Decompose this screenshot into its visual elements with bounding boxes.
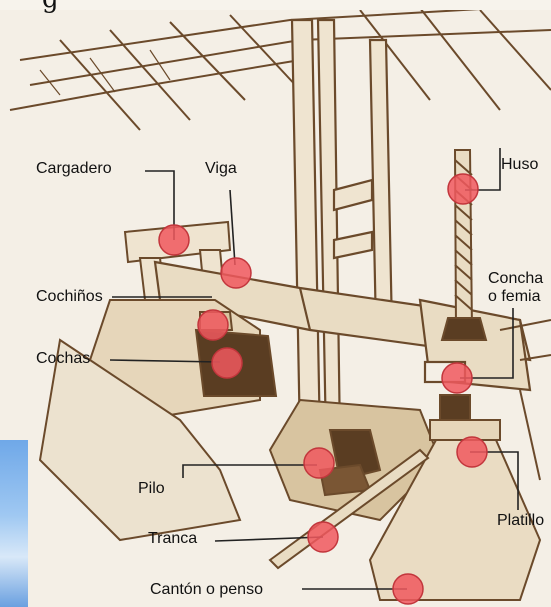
marker-cochas (212, 348, 242, 378)
marker-viga (221, 258, 251, 288)
marker-pilo (304, 448, 334, 478)
title-fragment: g (42, 0, 59, 10)
label-pilo: Pilo (138, 480, 165, 498)
marker-platillo (457, 437, 487, 467)
label-concha-line1: Concha (488, 270, 543, 288)
marker-cochinos (198, 310, 228, 340)
marker-concha (442, 363, 472, 393)
marker-canton (393, 574, 423, 604)
label-cargadero: Cargadero (36, 160, 112, 178)
label-viga: Viga (205, 160, 237, 178)
label-concha-line2: o femia (488, 288, 540, 306)
label-cochinos: Cochiños (36, 288, 103, 306)
label-cochas: Cochas (36, 350, 90, 368)
label-platillo: Platillo (497, 512, 544, 530)
marker-cargadero (159, 225, 189, 255)
marker-tranca (308, 522, 338, 552)
marker-huso (448, 174, 478, 204)
label-canton: Cantón o penso (150, 581, 263, 599)
label-huso: Huso (501, 156, 538, 174)
top-strip (0, 0, 551, 10)
background-sky-strip (0, 440, 28, 607)
label-tranca: Tranca (148, 530, 197, 548)
